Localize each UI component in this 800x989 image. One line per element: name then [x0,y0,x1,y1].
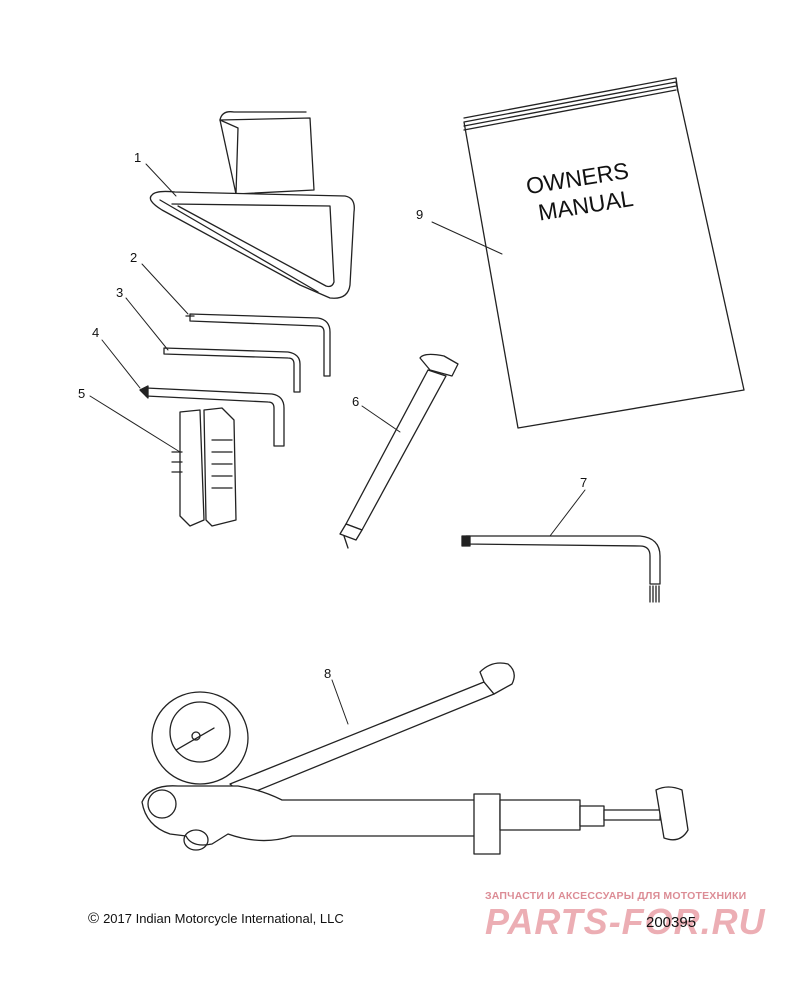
part-2-hex-key [185,313,331,377]
copyright-symbol: © [88,910,100,927]
part-4-torx-key [139,385,285,447]
part-5-fuse-puller [171,407,237,527]
part-9-owners-manual [463,77,745,429]
callout-1: 1 [134,150,141,165]
copyright-notice: ©2017 Indian Motorcycle International, L… [88,910,344,927]
part-8-shock-pump [141,662,689,855]
callout-3: 3 [116,285,123,300]
copyright-text: 2017 Indian Motorcycle International, LL… [103,911,344,926]
callout-6: 6 [352,394,359,409]
callout-2: 2 [130,250,137,265]
callout-8: 8 [324,666,331,681]
part-7-torx-key [461,535,661,603]
part-1-tool-pouch [149,111,355,299]
leader-lines [89,163,586,725]
part-6-extension [339,353,459,549]
drawing-number: 200395 [646,914,697,931]
callout-5: 5 [78,386,85,401]
callout-7: 7 [580,475,587,490]
callout-9: 9 [416,207,423,222]
part-3-hex-key [163,347,301,393]
callout-4: 4 [92,325,99,340]
